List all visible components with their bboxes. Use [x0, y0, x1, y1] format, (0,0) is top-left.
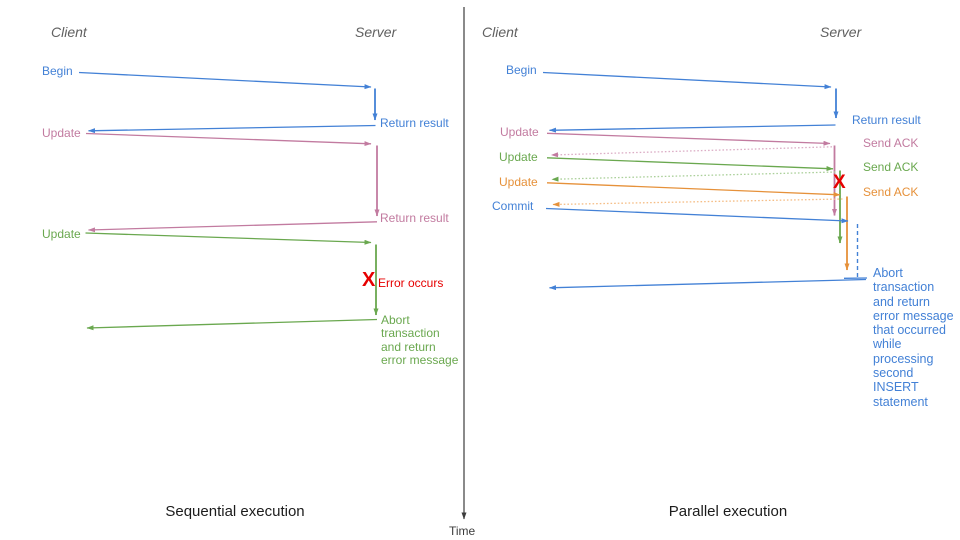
time-axis-label: Time [449, 524, 476, 538]
left-abort-return-arrow [86, 318, 378, 331]
right-update-3-label: Update [499, 175, 538, 189]
right-return-result-arrow [549, 124, 836, 133]
left-update-2-request-arrow [85, 232, 372, 245]
right-send-ack-2-dotted-arrow [551, 171, 836, 182]
left-begin-request-arrow [78, 71, 372, 90]
left-abort-message-label: Abort transaction and return error messa… [381, 313, 459, 368]
right-send-ack-1-label: Send ACK [863, 136, 919, 150]
right-update-1-request-arrow [546, 132, 831, 146]
right-server-header: Server [820, 24, 862, 40]
left-return-result-2-label: Return result [380, 211, 449, 225]
left-return-result-2-arrow [88, 221, 378, 233]
right-return-result-label: Return result [852, 113, 921, 127]
left-update-2-label: Update [42, 227, 81, 241]
left-return-result-1-label: Return result [380, 116, 449, 130]
left-server-header: Server [355, 24, 397, 40]
right-update-2-request-arrow [546, 157, 834, 172]
right-send-ack-3-label: Send ACK [863, 185, 919, 199]
right-begin-request-arrow [542, 71, 832, 90]
left-error-x-icon: X [362, 269, 376, 291]
left-error-occurs-label: Error occurs [378, 276, 444, 290]
left-begin-label: Begin [42, 64, 73, 78]
right-client-header: Client [482, 24, 518, 40]
right-send-ack-2-label: Send ACK [863, 160, 919, 174]
right-update-1-label: Update [500, 125, 539, 139]
left-client-header: Client [51, 24, 87, 40]
right-update-2-label: Update [499, 150, 538, 164]
left-update-1-label: Update [42, 126, 81, 140]
right-send-ack-3-dotted-arrow [552, 198, 843, 207]
right-commit-label: Commit [492, 199, 534, 213]
right-update-3-request-arrow [546, 182, 841, 198]
right-commit-request-arrow [545, 207, 849, 224]
right-begin-label: Begin [506, 63, 537, 77]
right-send-ack-1-dotted-arrow [551, 146, 833, 158]
right-abort-message-label: Abort transaction and return error messa… [873, 266, 954, 409]
left-caption: Sequential execution [165, 503, 305, 520]
right-caption: Parallel execution [668, 503, 788, 520]
left-update-1-request-arrow [85, 132, 372, 147]
right-abort-return-arrow [549, 278, 867, 291]
right-error-x-icon: X [833, 172, 846, 193]
left-return-result-1-arrow [88, 124, 376, 134]
